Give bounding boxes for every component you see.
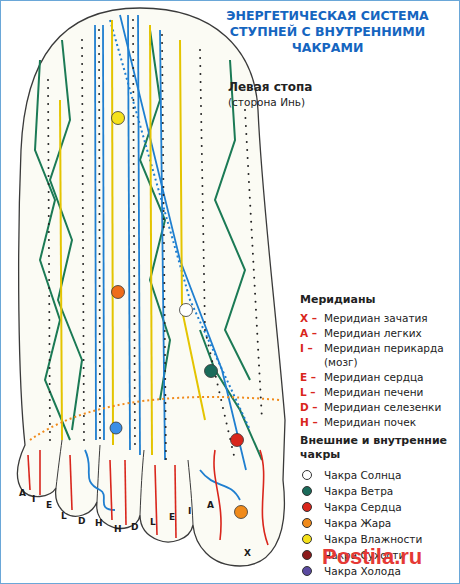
meridian-key: D – — [300, 400, 318, 414]
legend-swatch — [302, 566, 312, 576]
legend-heading: Меридианы — [300, 293, 376, 307]
legend-text: Меридиан сердца — [324, 370, 456, 384]
legend-swatch — [302, 534, 312, 544]
legend-heading: Внешние и внутренние чакры — [300, 434, 450, 462]
toe-meridians — [28, 450, 268, 545]
foot-side-note: (сторона Инь) — [228, 95, 305, 109]
legend-swatch — [302, 550, 312, 560]
toe-letter: A — [207, 500, 214, 510]
legend-swatch — [302, 518, 312, 528]
toe-letter: A — [19, 488, 26, 498]
diagram-title: ЭНЕРГЕТИЧЕСКАЯ СИСТЕМА СТУПНЕЙ С ВНУТРЕН… — [205, 8, 450, 56]
legend-text: Меридиан перикарда (мозг) — [324, 341, 456, 369]
toe-letter: L — [150, 517, 156, 527]
legend-text: Чакра Ветра — [324, 484, 393, 498]
toe-letter: E — [46, 500, 52, 510]
toe-lines — [56, 440, 193, 525]
toe-letter: L — [61, 511, 67, 521]
toe-letter: H — [114, 524, 122, 534]
watermark: Postila.ru — [322, 544, 422, 570]
meridian-key: L – — [300, 385, 316, 399]
transverse-line — [30, 397, 280, 440]
legend-text: Чакра Жара — [324, 516, 391, 530]
legend-text: Меридиан зачатия — [324, 311, 456, 325]
toe-letter: H — [95, 518, 103, 528]
meridian-key: X – — [300, 311, 317, 325]
legend-text: Чакра Сердца — [324, 500, 402, 514]
legend-text: Чакра Солнца — [324, 468, 401, 482]
chakra-dots — [110, 112, 248, 519]
legend-text: Меридиан почек — [324, 415, 456, 429]
toe-letter: D — [78, 516, 85, 526]
yellow-meridians — [60, 20, 205, 455]
toe-letter: I — [32, 494, 35, 504]
meridian-key: E – — [300, 370, 316, 384]
toe-letter: I — [188, 506, 191, 516]
meridian-key: I – — [300, 341, 313, 355]
meridian-key: H – — [300, 415, 318, 429]
legend-swatch — [302, 486, 312, 496]
legend-swatch — [302, 502, 312, 512]
meridian-key: A – — [300, 326, 317, 340]
toe-letter: E — [169, 512, 175, 522]
toe-letter: X — [244, 548, 251, 558]
legend-text: Меридиан селезенки — [324, 400, 456, 414]
blue-meridians — [85, 15, 246, 510]
legend-swatch — [302, 470, 312, 480]
toe-letter: D — [131, 522, 138, 532]
foot-side-label: Левая стопа — [228, 80, 312, 94]
legend-text: Меридиан легких — [324, 326, 456, 340]
legend-text: Чакра Влажности — [324, 532, 422, 546]
legend-text: Меридиан печени — [324, 385, 456, 399]
